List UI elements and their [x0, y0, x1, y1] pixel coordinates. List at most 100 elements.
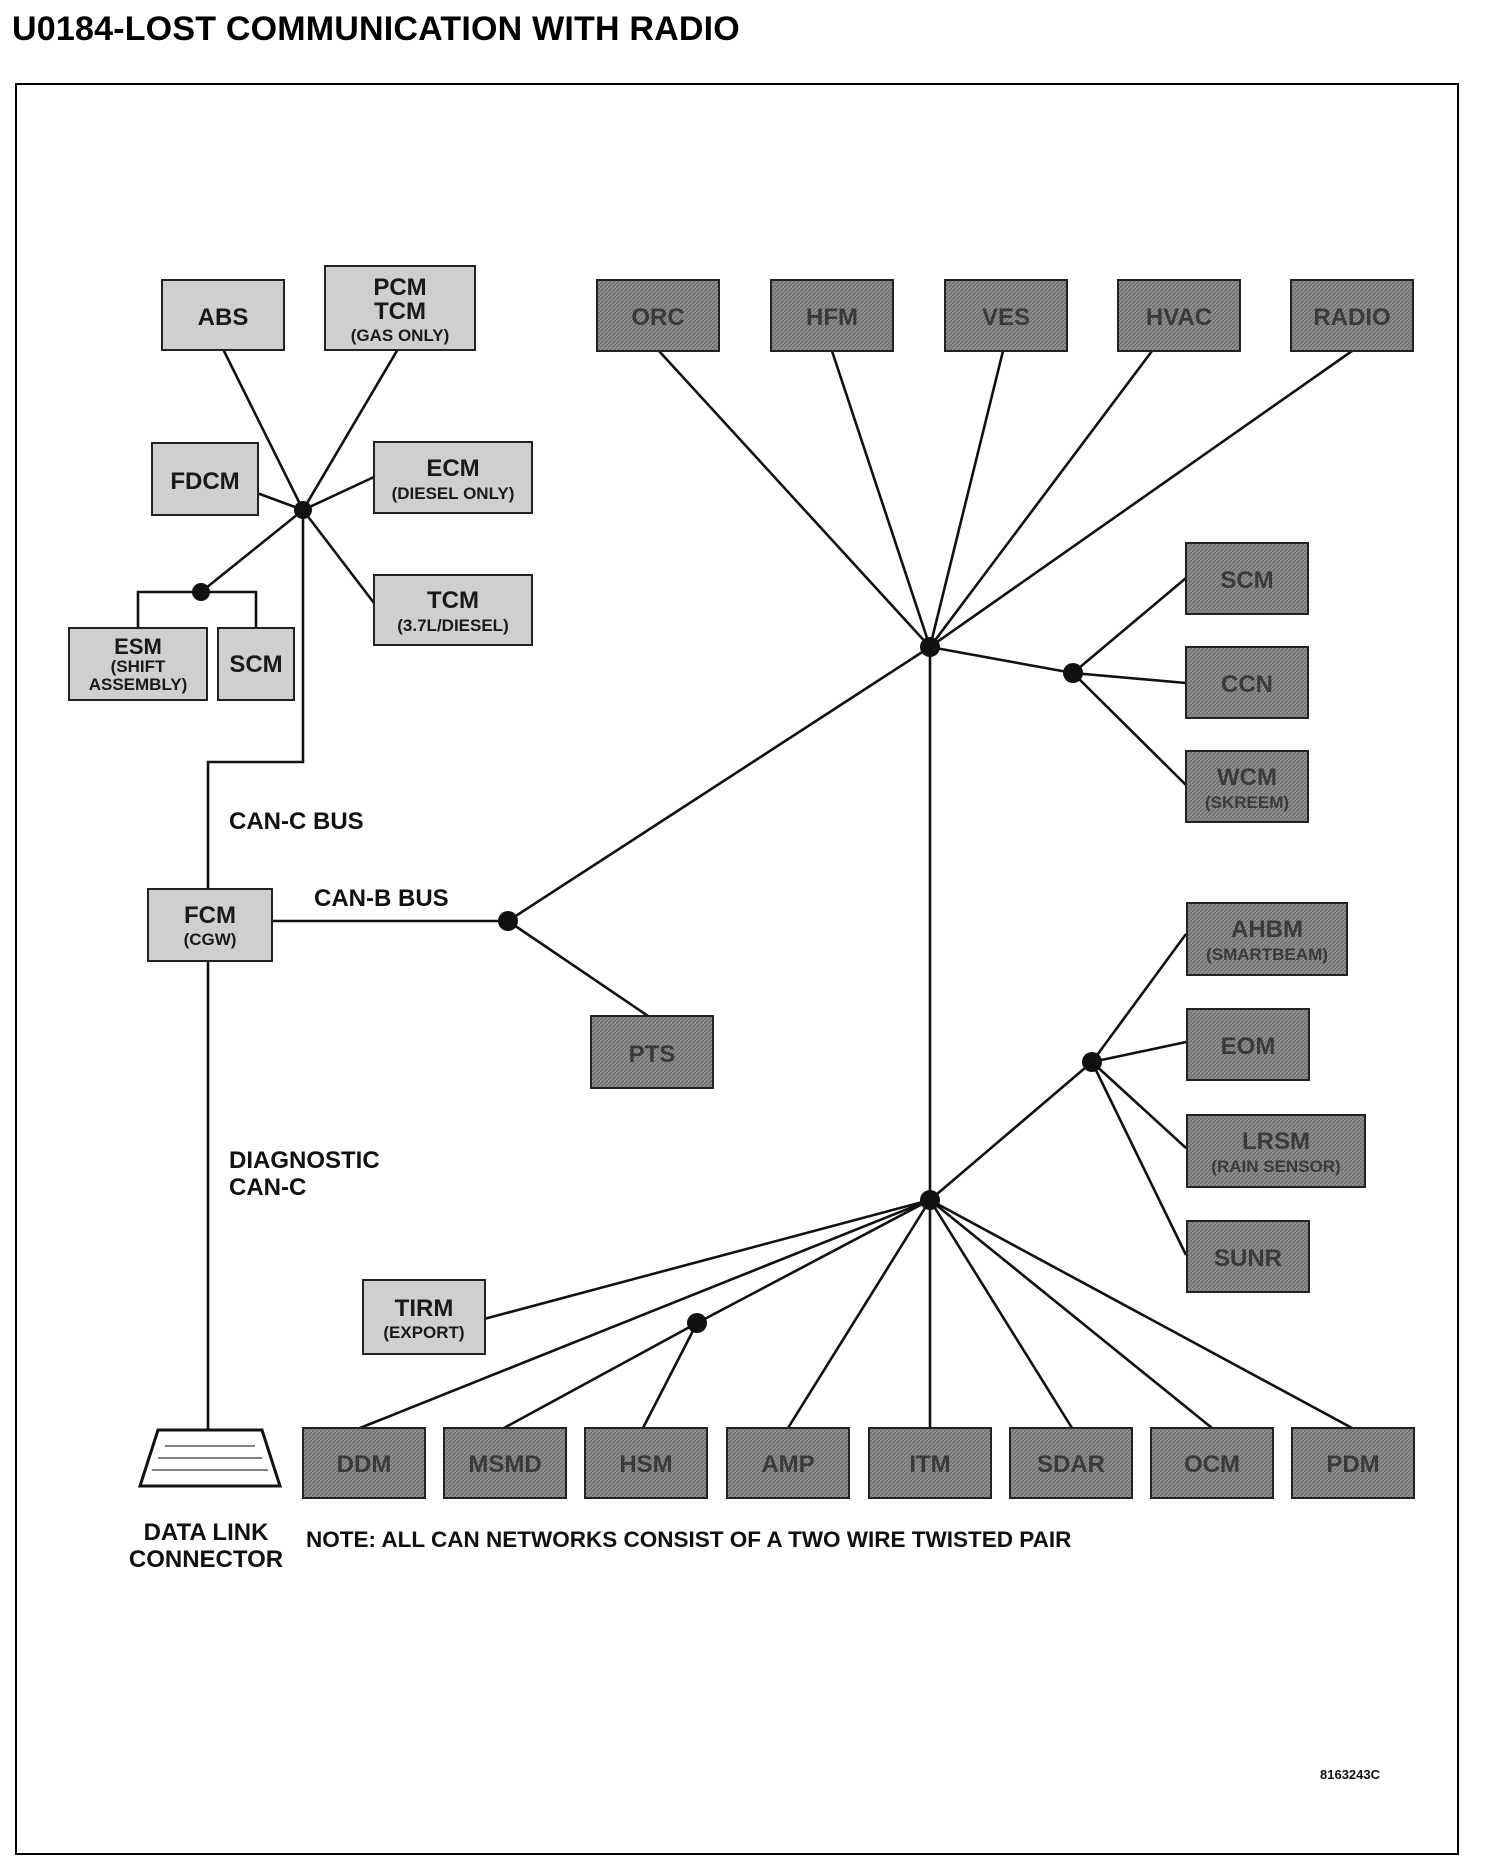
- wire-tcm: [301, 509, 376, 604]
- wire-sunr: [1090, 1061, 1188, 1256]
- splice-can-b: [498, 911, 518, 931]
- module-tcm[interactable]: TCM (3.7L/DIESEL): [373, 574, 533, 646]
- data-link-connector-label-line2: CONNECTOR: [129, 1546, 283, 1573]
- module-hfm[interactable]: HFM: [770, 279, 894, 352]
- module-amp[interactable]: AMP: [726, 1427, 850, 1499]
- module-ecm-label: ECM: [426, 455, 479, 482]
- wire-eom: [1091, 1040, 1187, 1064]
- module-sdar[interactable]: SDAR: [1009, 1427, 1133, 1499]
- module-itm-label: ITM: [909, 1451, 950, 1478]
- module-radio[interactable]: RADIO: [1290, 279, 1414, 352]
- module-fdcm[interactable]: FDCM: [151, 442, 259, 516]
- wire-amp: [786, 1199, 932, 1429]
- wire-ccn: [1072, 671, 1187, 685]
- wire-abs: [221, 348, 305, 511]
- figure-id: 8163243C: [1320, 1767, 1381, 1782]
- wire-lrsm: [1091, 1061, 1187, 1149]
- module-ves[interactable]: VES: [944, 279, 1068, 352]
- module-fcm[interactable]: FCM (CGW): [147, 888, 273, 962]
- module-esm-label: ESM: [114, 634, 162, 659]
- module-lrsm[interactable]: LRSM (RAIN SENSOR): [1186, 1114, 1366, 1188]
- wire-can-c-bus: [206, 510, 305, 889]
- wire-ves: [928, 350, 1005, 648]
- module-pcm-sub: (GAS ONLY): [351, 326, 450, 345]
- module-hsm[interactable]: HSM: [584, 1427, 708, 1499]
- wire-pcm: [301, 348, 400, 511]
- data-link-connector-label-line1: DATA LINK: [144, 1519, 270, 1546]
- module-ocm-label: OCM: [1184, 1451, 1240, 1478]
- module-orc-label: ORC: [631, 304, 684, 331]
- module-ahbm[interactable]: AHBM (SMARTBEAM): [1186, 902, 1348, 976]
- module-ddm-label: DDM: [337, 1451, 392, 1478]
- module-ves-label: VES: [982, 304, 1030, 331]
- diagnostic-label-line1: DIAGNOSTIC: [229, 1147, 380, 1174]
- wire-wcm: [1072, 672, 1187, 786]
- module-esm-sub2: ASSEMBLY): [89, 675, 188, 694]
- wire-pts: [507, 919, 649, 1018]
- module-wcm-label: WCM: [1217, 764, 1277, 791]
- wire-ecm: [302, 475, 375, 512]
- wire-ahbm: [1090, 933, 1188, 1063]
- module-fdcm-label: FDCM: [170, 468, 239, 495]
- module-abs-label: ABS: [198, 304, 249, 331]
- data-link-connector-icon[interactable]: [137, 1428, 283, 1488]
- module-ccn[interactable]: CCN: [1185, 646, 1309, 719]
- can-c-bus-label: CAN-C BUS: [229, 808, 364, 835]
- wire-hfm: [830, 350, 932, 648]
- wire-esm-splice: [200, 508, 304, 594]
- module-esm[interactable]: ESM (SHIFT ASSEMBLY): [68, 627, 208, 701]
- module-hvac-label: HVAC: [1146, 304, 1212, 331]
- wire-orc: [658, 350, 931, 648]
- module-tirm-sub: (EXPORT): [383, 1323, 464, 1342]
- module-ccn-label: CCN: [1221, 671, 1273, 698]
- wire-pdm: [929, 1198, 1353, 1430]
- wire-tirm: [483, 1198, 931, 1321]
- module-esm-sub1: (SHIFT: [111, 657, 166, 676]
- wire-lower-splice: [696, 1198, 931, 1325]
- module-pdm-label: PDM: [1326, 1451, 1379, 1478]
- module-pcm-tcm[interactable]: PCM TCM (GAS ONLY): [324, 265, 476, 351]
- module-scm-right[interactable]: SCM: [1185, 542, 1309, 615]
- module-ecm-sub: (DIESEL ONLY): [392, 484, 515, 503]
- module-sunr-label: SUNR: [1214, 1245, 1282, 1272]
- module-lrsm-label: LRSM: [1242, 1128, 1310, 1155]
- wire-hsm: [641, 1322, 699, 1429]
- module-wcm-sub: (SKREEM): [1205, 793, 1289, 812]
- module-sunr[interactable]: SUNR: [1186, 1220, 1310, 1293]
- module-msmd[interactable]: MSMD: [443, 1427, 567, 1499]
- splice-esm-scm: [192, 583, 210, 601]
- module-tcm-label: TCM: [427, 587, 479, 614]
- splice-ahbm-eom-lrsm-sunr: [1082, 1052, 1102, 1072]
- module-wcm[interactable]: WCM (SKREEM): [1185, 750, 1309, 823]
- module-hfm-label: HFM: [806, 304, 858, 331]
- module-orc[interactable]: ORC: [596, 279, 720, 352]
- diagnostic-label-line2: CAN-C: [229, 1174, 306, 1201]
- module-ocm[interactable]: OCM: [1150, 1427, 1274, 1499]
- module-ddm[interactable]: DDM: [302, 1427, 426, 1499]
- module-tirm[interactable]: TIRM (EXPORT): [362, 1279, 486, 1355]
- wire-scm-right: [1072, 577, 1187, 674]
- module-ecm[interactable]: ECM (DIESEL ONLY): [373, 441, 533, 514]
- module-scm-left[interactable]: SCM: [217, 627, 295, 701]
- note-text: NOTE: ALL CAN NETWORKS CONSIST OF A TWO …: [306, 1527, 1071, 1552]
- module-hvac[interactable]: HVAC: [1117, 279, 1241, 352]
- module-radio-label: RADIO: [1313, 304, 1390, 331]
- module-fcm-sub: (CGW): [184, 930, 237, 949]
- module-pts[interactable]: PTS: [590, 1015, 714, 1089]
- module-pdm[interactable]: PDM: [1291, 1427, 1415, 1499]
- wire-can-b-to-hub: [507, 645, 931, 923]
- module-abs[interactable]: ABS: [161, 279, 285, 351]
- module-itm[interactable]: ITM: [868, 1427, 992, 1499]
- module-scm-right-label: SCM: [1220, 567, 1273, 594]
- splices: [192, 501, 1102, 1333]
- module-pts-label: PTS: [629, 1041, 676, 1068]
- wire-radio: [929, 349, 1353, 649]
- wire-ddm: [359, 1198, 931, 1430]
- wire-hvac: [928, 350, 1154, 648]
- can-b-bus-label: CAN-B BUS: [314, 885, 449, 912]
- wire-hub-to-right-splice: [929, 1061, 1093, 1201]
- module-fcm-label: FCM: [184, 902, 236, 929]
- wire-hub-to-splice: [929, 645, 1074, 675]
- module-eom[interactable]: EOM: [1186, 1008, 1310, 1081]
- module-pcm-label: PCM: [373, 274, 426, 301]
